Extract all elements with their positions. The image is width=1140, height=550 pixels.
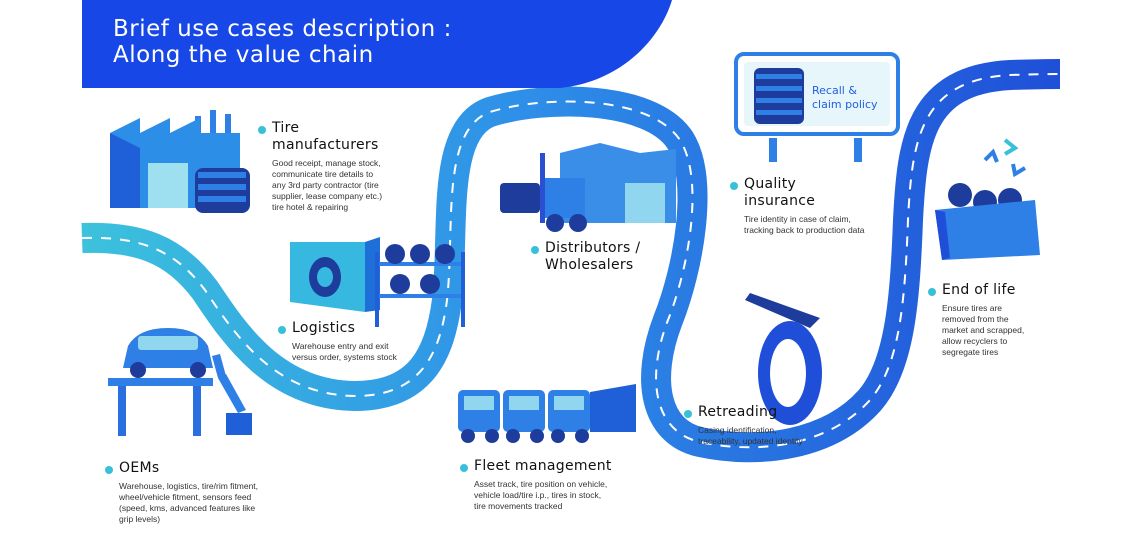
stage-title-line2: Wholesalers (545, 257, 634, 273)
stage-title: Logistics (292, 320, 356, 336)
stage-title-line2: manufacturers (272, 137, 379, 153)
truck-icon (458, 384, 636, 443)
stage-oems: OEMs Warehouse, logistics, tire/rim fitm… (105, 460, 305, 525)
page-title: Brief use cases description : Along the … (113, 16, 452, 68)
stage-title-line1: Quality (744, 176, 797, 192)
stage-title-line1: Distributors / (545, 240, 641, 256)
stage-end-of-life: End of life Ensure tires are removed fro… (928, 282, 1053, 358)
robot-arm-icon (212, 354, 252, 435)
stage-title: OEMs (119, 460, 160, 476)
stage-title: Retreading (698, 404, 778, 420)
tire-tread-icon (745, 293, 822, 425)
stage-fleet-management: Fleet management Asset track, tire posit… (460, 458, 660, 512)
billboard-line1: Recall & (812, 84, 857, 97)
page-title-line2: Along the value chain (113, 42, 374, 68)
stage-description: Good receipt, manage stock, communicate … (272, 158, 383, 212)
warehouse-rack-icon (290, 237, 465, 327)
billboard-text: Recall & claim policy (812, 84, 878, 112)
stage-title-line1: Tire (272, 120, 300, 136)
page-title-line1: Brief use cases description : (113, 16, 452, 42)
stage-logistics: Logistics Warehouse entry and exit versu… (278, 320, 468, 363)
stage-description: Asset track, tire position on vehicle, v… (474, 479, 608, 511)
stage-description: Ensure tires are removed from the market… (942, 303, 1025, 357)
recycle-bin-icon (935, 138, 1040, 260)
stage-dot (684, 410, 692, 418)
stage-distributors: Distributors / Wholesalers (531, 240, 681, 274)
stage-title: Fleet management (474, 458, 612, 474)
recycle-icon (983, 138, 1027, 178)
stage-description: Warehouse entry and exit versus order, s… (292, 341, 397, 362)
billboard-icon (734, 52, 900, 162)
stage-title: End of life (942, 282, 1016, 298)
billboard-line2: claim policy (812, 98, 878, 111)
tire-stack-icon (754, 68, 804, 124)
car-icon (108, 328, 252, 436)
stage-dot (278, 326, 286, 334)
stage-dot (460, 464, 468, 472)
stage-description: Warehouse, logistics, tire/rim fitment, … (119, 481, 259, 524)
road-lane-markings (81, 73, 1061, 449)
stage-title-line2: insurance (744, 193, 816, 209)
stage-dot (928, 288, 936, 296)
stage-dot (730, 182, 738, 190)
stage-dot (105, 466, 113, 474)
forklift-icon (500, 143, 676, 232)
tire-stack-icon (195, 168, 250, 213)
stage-tire-manufacturers: Tire manufacturers Good receipt, manage … (258, 120, 438, 213)
factory-icon (110, 110, 250, 213)
stage-dot (258, 126, 266, 134)
stage-quality-insurance: Quality insurance Tire identity in case … (730, 176, 905, 236)
stage-dot (531, 246, 539, 254)
stage-description: Casing identification, traceability, upd… (698, 425, 803, 446)
stage-description: Tire identity in case of claim, tracking… (744, 214, 865, 235)
stage-retreading: Retreading Casing identification, tracea… (684, 404, 834, 447)
